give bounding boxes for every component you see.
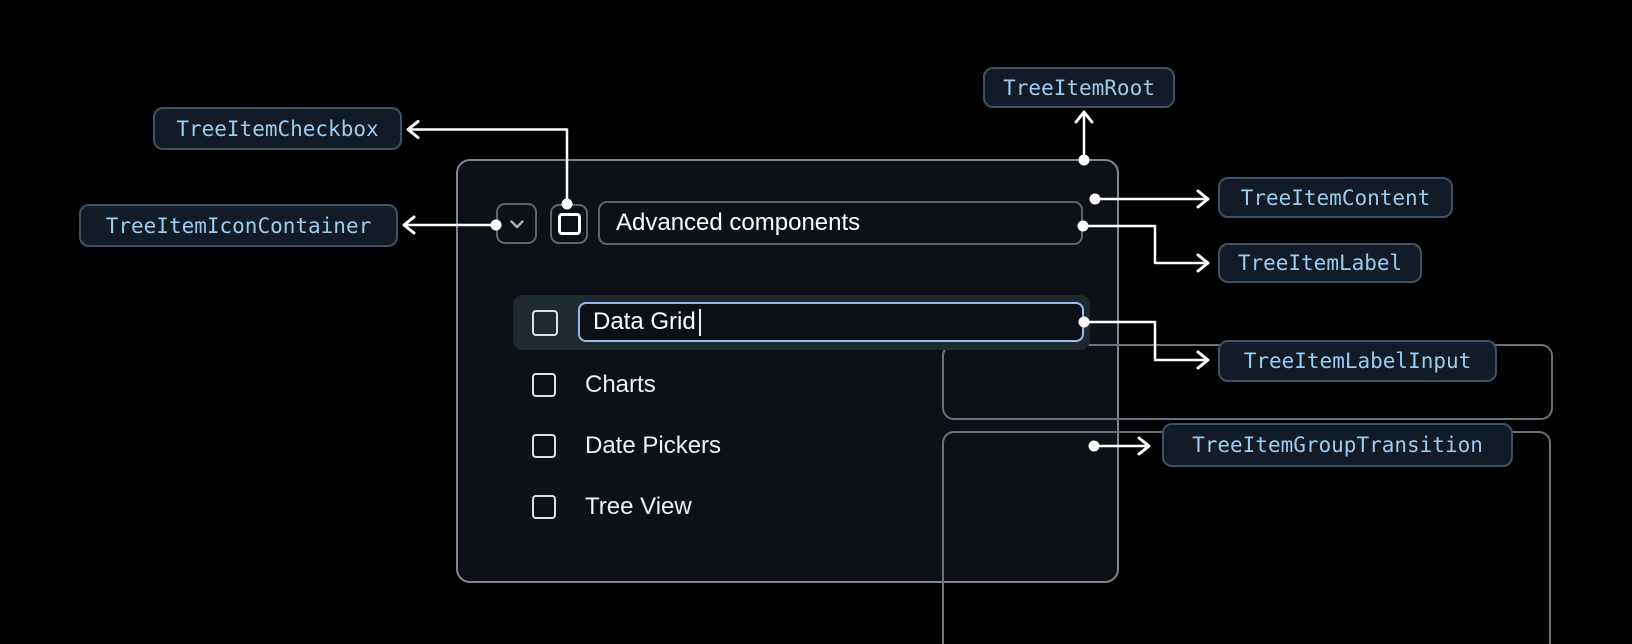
annotation-tree-item-label: TreeItemLabel — [1218, 243, 1422, 283]
connector-tree-item-root — [1074, 110, 1094, 166]
tree-item-icon-container-box[interactable] — [496, 203, 537, 244]
checkbox-unchecked-icon[interactable] — [532, 434, 556, 458]
annotation-tree-item-group-transition: TreeItemGroupTransition — [1162, 423, 1513, 467]
text-caret — [698, 308, 701, 336]
annotation-tree-item-icon-container: TreeItemIconContainer — [79, 204, 398, 247]
tree-item-label-text: Date Pickers — [585, 432, 722, 459]
label-input-value: Data Grid — [593, 308, 696, 335]
tree-item-row-tree-view[interactable]: Tree View — [513, 483, 1090, 531]
annotation-tree-item-label-input: TreeItemLabelInput — [1218, 340, 1497, 382]
checkbox-unchecked-icon[interactable] — [532, 309, 558, 336]
annotation-tree-item-checkbox: TreeItemCheckbox — [153, 107, 402, 150]
tree-item-checkbox-box[interactable] — [550, 204, 588, 244]
checkbox-unchecked-icon — [557, 213, 581, 235]
tree-item-label-text: Tree View — [585, 493, 692, 520]
annotation-tree-item-content: TreeItemContent — [1218, 177, 1453, 218]
tree-item-row-charts[interactable]: Charts — [513, 361, 1090, 409]
tree-item-row-date-pickers[interactable]: Date Pickers — [513, 422, 1090, 470]
annotation-tree-item-root: TreeItemRoot — [983, 67, 1175, 108]
tree-item-root-box — [456, 159, 1553, 644]
tree-item-label-text: Charts — [585, 371, 656, 398]
tree-item-label-text: Advanced components — [616, 209, 861, 236]
checkbox-unchecked-icon[interactable] — [532, 495, 556, 519]
chevron-down-icon — [509, 219, 524, 228]
tree-item-label-box[interactable]: Advanced components — [598, 201, 1083, 245]
checkbox-unchecked-icon[interactable] — [532, 373, 556, 397]
tree-item-label-input[interactable]: Data Grid — [578, 302, 1084, 342]
